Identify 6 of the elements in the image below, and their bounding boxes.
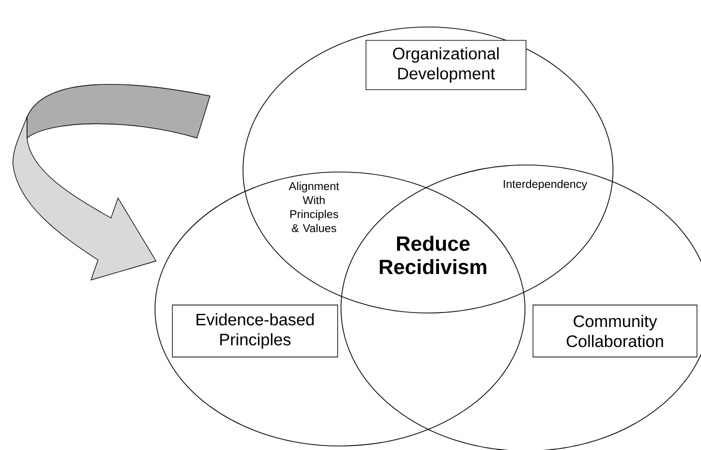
label-box: Organizational Development <box>366 40 526 90</box>
region-label: Interdependency <box>504 180 588 190</box>
region-label: Reduce Recidivism <box>380 236 486 274</box>
label-box: Evidence-based Principles <box>172 304 338 358</box>
label-box: Community Collaboration <box>532 304 698 358</box>
region-label: Alignment With Principles & Values <box>288 182 340 232</box>
